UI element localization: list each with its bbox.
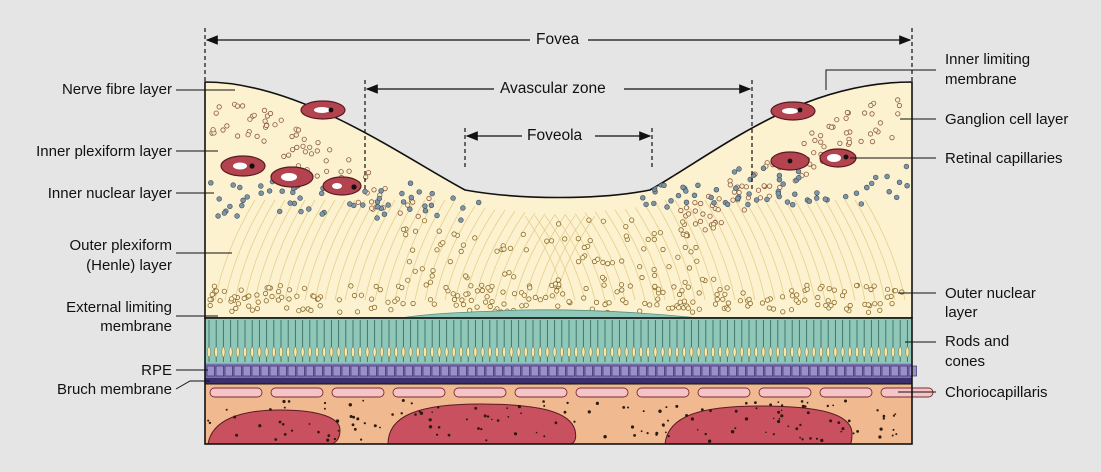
retinal-capillaries-label: Retinal capillaries <box>945 150 1063 167</box>
rpe-label: RPE <box>141 362 172 379</box>
inner-plexiform-layer-label: Inner plexiform layer <box>36 143 172 160</box>
rods-and-cones-label-1: Rods and <box>945 333 1010 350</box>
choroidal-vessels <box>207 403 853 444</box>
bruch-membrane-label: Bruch membrane <box>56 381 172 398</box>
outer-nuclear-layer-label-1: Outer nuclear <box>945 285 1036 302</box>
outer-plexiform-layer-label-2: (Henle) layer <box>86 257 172 274</box>
photoreceptor-cells <box>207 320 910 362</box>
outer-plexiform-layer-label-1: Outer plexiform <box>69 237 172 254</box>
rpe-cells <box>206 365 917 377</box>
outer-nuclear-layer-label-2: layer <box>945 304 978 321</box>
bruch-membrane <box>205 378 912 384</box>
avascular-zone-label: Avascular zone <box>497 80 609 98</box>
choriocapillaris-vessels <box>209 387 934 398</box>
dimension-markers <box>204 28 913 190</box>
fovea-label: Fovea <box>533 31 583 49</box>
henle-fibers <box>214 199 906 301</box>
rods-and-cones-layer <box>204 317 913 365</box>
inner-limiting-membrane-label-1: Inner limiting <box>945 51 1031 68</box>
rods-and-cones-label-2: cones <box>945 353 986 370</box>
foveal-cone-bulge <box>399 309 701 319</box>
external-limiting-membrane-label-2: membrane <box>100 318 172 335</box>
nerve-fibre-layer-label: Nerve fibre layer <box>61 81 172 98</box>
choriocapillaris-label: Choriocapillaris <box>945 384 1048 401</box>
external-limiting-membrane-label-1: External limiting <box>66 299 172 316</box>
retina-tissue <box>204 81 913 319</box>
foveola-label: Foveola <box>524 127 586 145</box>
ganglion-cell-layer-label: Ganglion cell layer <box>945 111 1069 128</box>
inner-limiting-membrane-label-2: membrane <box>945 71 1017 88</box>
capillary-lumens <box>233 107 841 189</box>
choroid-stroma-dots <box>207 399 898 443</box>
inner-nuclear-layer-label: Inner nuclear layer <box>47 185 172 202</box>
leader-lines <box>175 69 936 393</box>
